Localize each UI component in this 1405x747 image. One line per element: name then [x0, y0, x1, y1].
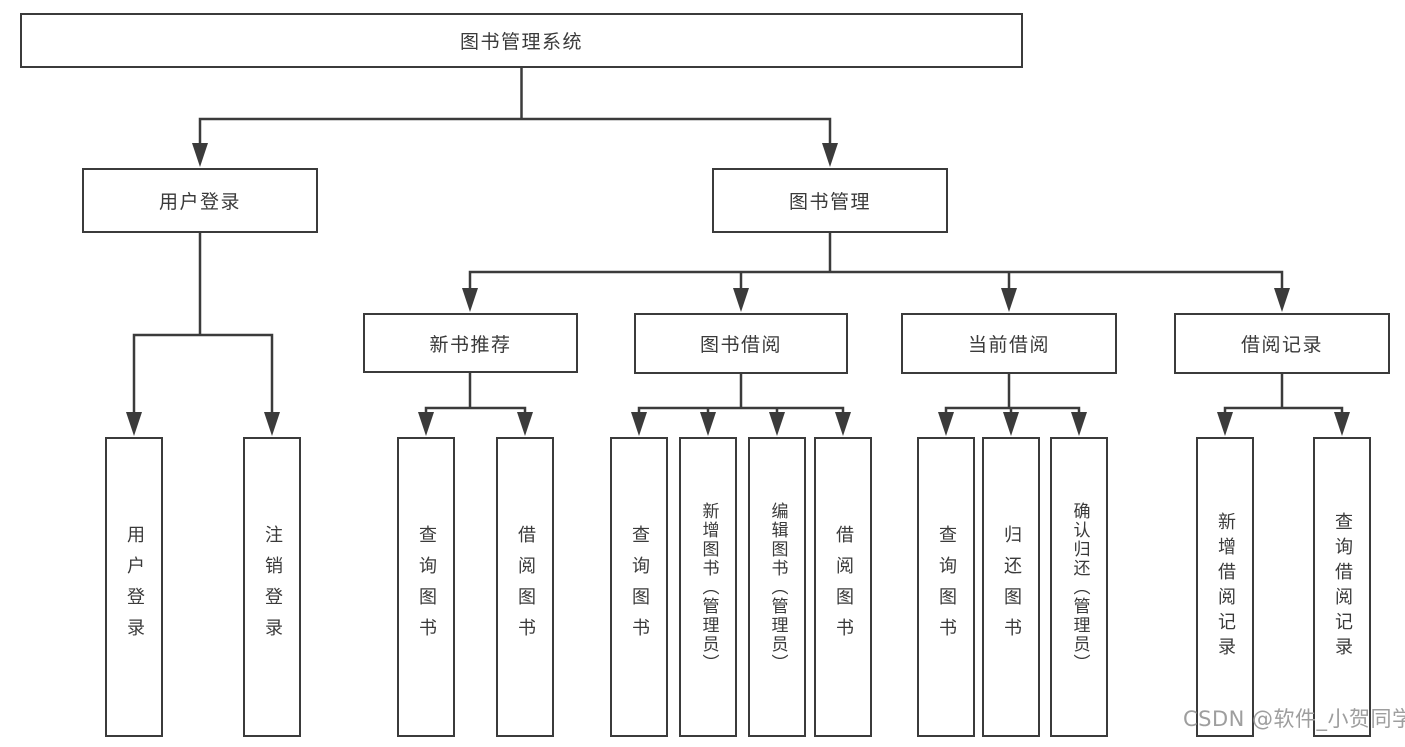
watermark-text: CSDN @软件_小贺同学: [1183, 707, 1405, 731]
node-label: 借阅图书: [833, 525, 854, 649]
leaf-add-borrow-record: 新增借阅记录: [1196, 437, 1254, 737]
node-label: 注销登录: [262, 525, 283, 649]
node-label: 当前借阅: [967, 334, 1050, 356]
connector-newbook-to-leaves: [418, 373, 533, 436]
leaf-query-borrow-record: 查询借阅记录: [1313, 437, 1371, 737]
leaf-user-login: 用户登录: [105, 437, 163, 737]
connector-borrowing-to-leaves: [631, 374, 851, 436]
node-label: 编辑图书（管理员）: [767, 501, 788, 673]
node-label: 新书推荐: [429, 333, 512, 356]
node-label: 图书管理: [788, 191, 871, 213]
node-label: 用户登录: [158, 191, 241, 213]
node-label: 归还图书: [1001, 525, 1022, 649]
node-label: 新增图书（管理员）: [698, 501, 719, 673]
leaf-query-books-current: 查询图书: [917, 437, 975, 737]
node-label: 图书管理系统: [459, 31, 583, 53]
leaf-edit-books-admin: 编辑图书（管理员）: [748, 437, 806, 737]
node-label: 查询图书: [416, 525, 437, 649]
node-label: 用户登录: [124, 525, 145, 649]
connector-records-to-leaves: [1217, 374, 1350, 436]
node-user-login-branch: 用户登录: [82, 168, 318, 233]
leaf-query-books-borrowing: 查询图书: [610, 437, 668, 737]
node-label: 查询图书: [936, 525, 957, 649]
node-label: 查询借阅记录: [1332, 512, 1353, 662]
node-label: 借阅图书: [515, 525, 536, 649]
leaf-borrow-books-recommend: 借阅图书: [496, 437, 554, 737]
connector-root-to-level2: [192, 68, 838, 167]
node-label: 借阅记录: [1240, 334, 1323, 356]
node-label: 图书借阅: [699, 334, 782, 356]
leaf-borrow-books: 借阅图书: [814, 437, 872, 737]
node-label: 新增借阅记录: [1215, 512, 1236, 662]
node-book-borrowing: 图书借阅: [634, 313, 848, 374]
leaf-query-books-recommend: 查询图书: [397, 437, 455, 737]
leaf-add-books-admin: 新增图书（管理员）: [679, 437, 737, 737]
connector-login-to-leaves: [126, 233, 280, 436]
connector-current-to-leaves: [938, 374, 1087, 436]
node-library-system: 图书管理系统: [20, 13, 1023, 68]
connector-management-to-groups: [462, 233, 1290, 312]
node-borrowing-records: 借阅记录: [1174, 313, 1390, 374]
leaf-return-books: 归还图书: [982, 437, 1040, 737]
node-book-management-branch: 图书管理: [712, 168, 948, 233]
node-current-borrowing: 当前借阅: [901, 313, 1117, 374]
leaf-logout: 注销登录: [243, 437, 301, 737]
node-new-book-recommendation: 新书推荐: [363, 313, 578, 373]
node-label: 查询图书: [629, 525, 650, 649]
leaf-confirm-return-admin: 确认归还（管理员）: [1050, 437, 1108, 737]
node-label: 确认归还（管理员）: [1069, 501, 1090, 673]
